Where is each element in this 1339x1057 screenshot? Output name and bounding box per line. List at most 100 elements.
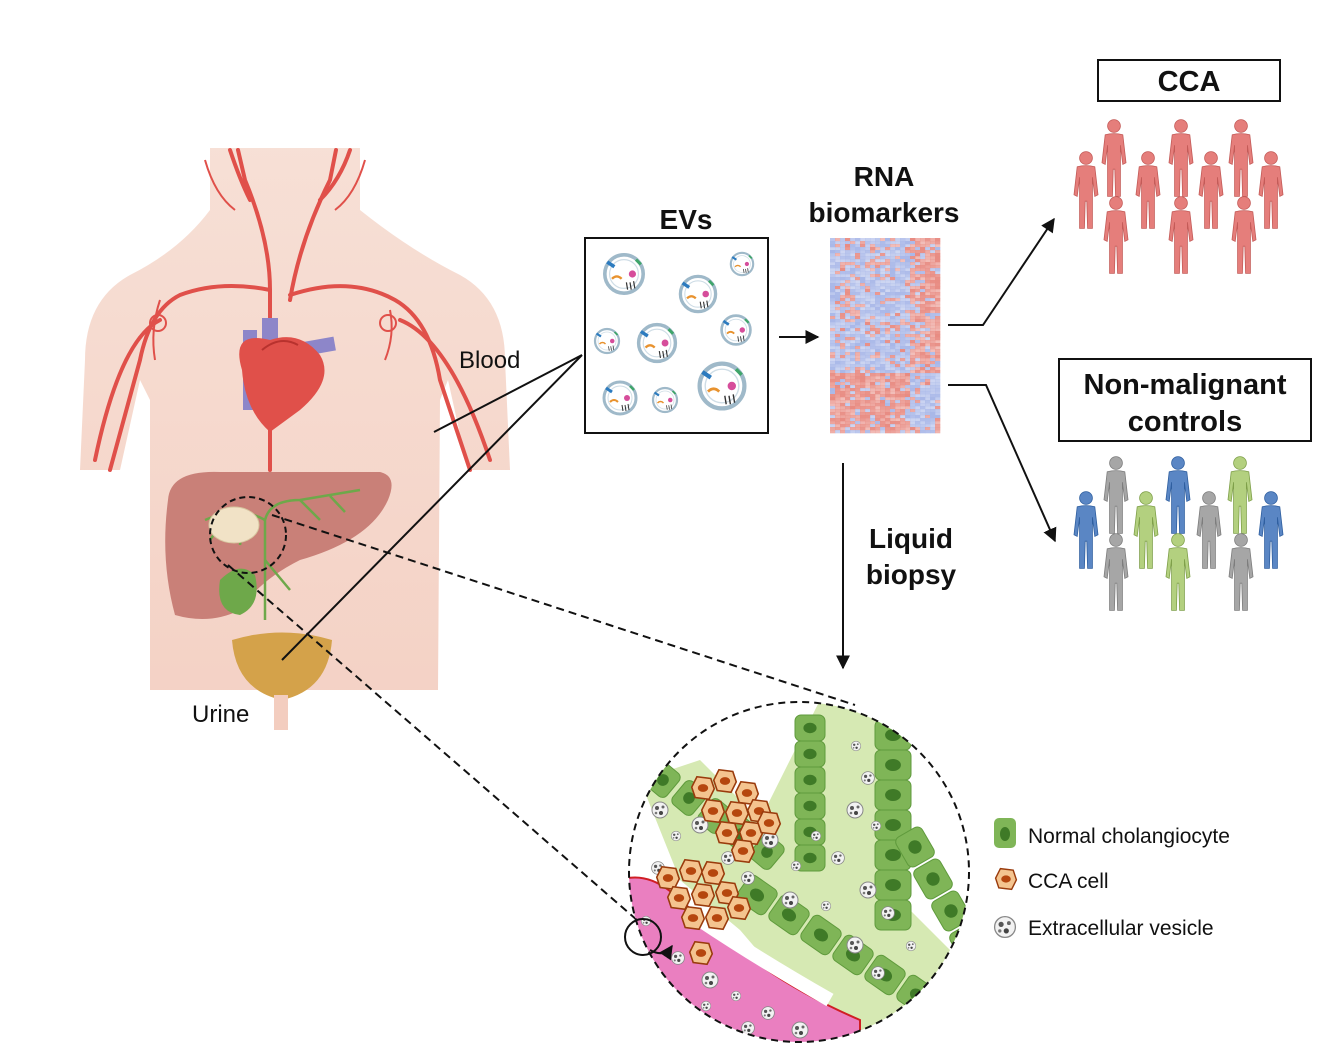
heatmap-cell [875, 277, 881, 281]
heatmap-cell [840, 379, 846, 383]
heatmap-cell [850, 328, 856, 332]
heatmap-cell [920, 292, 926, 296]
heatmap-cell [880, 424, 886, 428]
heatmap-cell [915, 319, 921, 323]
heatmap-cell [830, 379, 836, 383]
heatmap-cell [925, 379, 931, 383]
heatmap-cell [885, 301, 891, 305]
heatmap-cell [925, 409, 931, 413]
bile-duct-zoom [624, 701, 970, 1043]
heatmap-cell [870, 268, 876, 272]
heatmap-cell [880, 277, 886, 281]
heatmap-cell [840, 322, 846, 326]
heatmap-cell [855, 382, 861, 386]
heatmap-cell [865, 304, 871, 308]
heatmap-cell [900, 334, 906, 338]
heatmap-cell [915, 259, 921, 263]
heatmap-cell [915, 283, 921, 287]
heatmap-cell [915, 310, 921, 314]
heatmap-cell [895, 316, 901, 320]
heatmap-cell [830, 334, 836, 338]
heatmap-cell [910, 322, 916, 326]
heatmap-cell [910, 244, 916, 248]
heatmap-cell [855, 250, 861, 254]
heatmap-cell [925, 298, 931, 302]
heatmap-cell [895, 403, 901, 407]
heatmap-cell [875, 298, 881, 302]
heatmap-cell [905, 241, 911, 245]
heatmap-cell [935, 421, 941, 425]
heatmap-cell [895, 250, 901, 254]
heatmap-cell [915, 286, 921, 290]
heatmap-cell [895, 277, 901, 281]
heatmap-cell [900, 325, 906, 329]
heatmap-cell [905, 307, 911, 311]
heatmap-cell [850, 406, 856, 410]
heatmap-cell [850, 256, 856, 260]
heatmap-cell [835, 352, 841, 356]
heatmap-cell [860, 307, 866, 311]
heatmap-cell [880, 322, 886, 326]
heatmap-cell [830, 367, 836, 371]
heatmap-cell [870, 379, 876, 383]
heatmap-cell [875, 247, 881, 251]
heatmap-cell [850, 310, 856, 314]
heatmap-cell [870, 301, 876, 305]
heatmap-cell [915, 355, 921, 359]
heatmap-cell [915, 241, 921, 245]
heatmap-cell [830, 283, 836, 287]
heatmap-cell [855, 274, 861, 278]
heatmap-cell [875, 343, 881, 347]
heatmap-cell [875, 313, 881, 317]
heatmap-cell [860, 244, 866, 248]
heatmap-cell [925, 238, 931, 242]
cholangiocyte [895, 826, 935, 868]
cholangiocyte [874, 809, 912, 841]
heatmap-cell [840, 397, 846, 401]
heatmap-cell [910, 355, 916, 359]
heatmap-cell [930, 403, 936, 407]
heatmap-cell [910, 379, 916, 383]
heatmap-cell [880, 349, 886, 353]
heatmap-cell [935, 337, 941, 341]
heatmap-cell [830, 289, 836, 293]
person-figure [1168, 196, 1194, 274]
heatmap-cell [910, 427, 916, 431]
heatmap-cell [840, 250, 846, 254]
heatmap-cell [910, 334, 916, 338]
heatmap-cell [900, 388, 906, 392]
heatmap-cell [905, 367, 911, 371]
person-figure [1168, 119, 1194, 197]
vesicle [831, 851, 845, 865]
heatmap-cell [915, 409, 921, 413]
heatmap-cell [870, 277, 876, 281]
heatmap-cell [830, 259, 836, 263]
vesicle [850, 740, 862, 752]
heatmap-cell [875, 340, 881, 344]
heatmap-cell [910, 349, 916, 353]
heatmap-cell [920, 409, 926, 413]
heatmap-cell [865, 391, 871, 395]
heatmap-cell [935, 280, 941, 284]
heatmap-cell [900, 319, 906, 323]
heatmap-cell [845, 349, 851, 353]
sampling-lines [281, 354, 583, 661]
heatmap-cell [925, 292, 931, 296]
heatmap-cell [870, 367, 876, 371]
heatmap-cell [865, 286, 871, 290]
heatmap-cell [935, 424, 941, 428]
heatmap-cell [920, 406, 926, 410]
heatmap-cell [935, 286, 941, 290]
heatmap-cell [860, 265, 866, 269]
heatmap-cell [900, 370, 906, 374]
heatmap-cell [925, 313, 931, 317]
heatmap-cell [885, 298, 891, 302]
heatmap-cell [915, 289, 921, 293]
heatmap-cell [875, 409, 881, 413]
heatmap-cell [845, 361, 851, 365]
heatmap-cell [850, 286, 856, 290]
heatmap-cell [905, 313, 911, 317]
heatmap-cell [895, 322, 901, 326]
cholangiocyte [928, 994, 969, 1036]
heatmap-cell [865, 388, 871, 392]
